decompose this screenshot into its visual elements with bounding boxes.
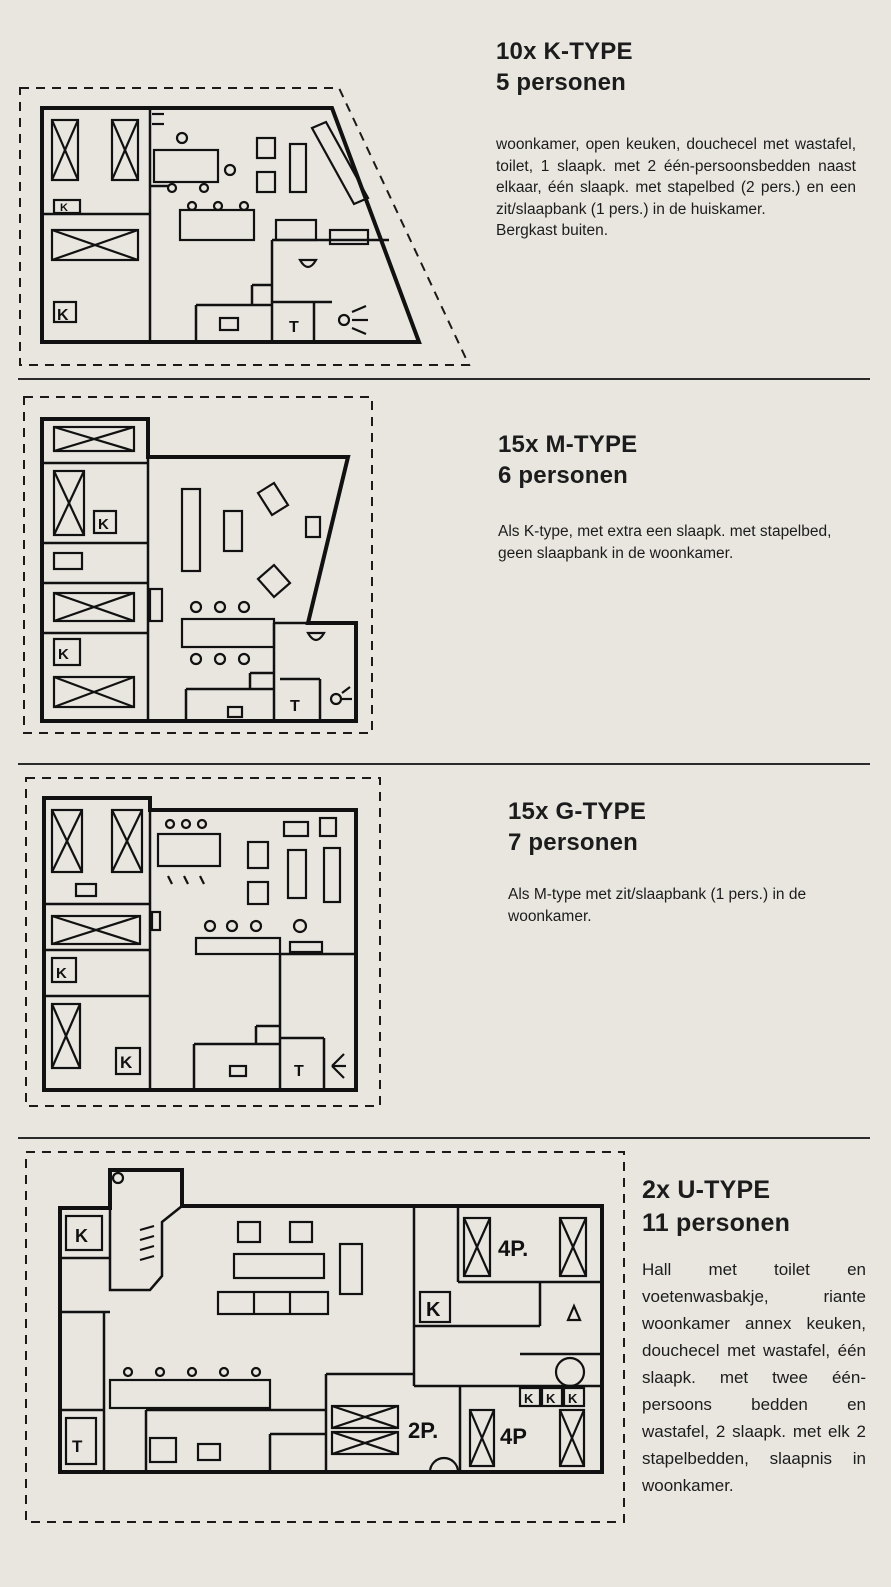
kast-label: K (120, 1053, 133, 1072)
bed-label-4p: 4P (500, 1424, 527, 1449)
floorplan-m-type: K K T (18, 393, 378, 743)
divider-1 (18, 378, 870, 380)
u-type-persons: 11 personen (642, 1209, 791, 1237)
toilet-label: T (289, 319, 299, 336)
m-type-persons: 6 personen (498, 462, 629, 489)
divider-3 (18, 1137, 870, 1139)
k-type-persons: 5 personen (496, 69, 627, 96)
kast-label-small: K (60, 202, 68, 214)
bed-label-2p: 2P. (408, 1418, 438, 1443)
k-type-text: 10x K-TYPE 5 personen woonkamer, open ke… (496, 36, 856, 242)
section-k-type: K K T 10x K-TYPE 5 personen woonkamer, o… (0, 0, 891, 380)
section-u-type: 4P. 2P. 4P K K K K K T 2x U-TYPE 11 pers… (0, 1142, 891, 1582)
kast-label: K (426, 1299, 441, 1321)
u-type-text: 2x U-TYPE 11 personen Hall met toilet en… (642, 1174, 866, 1499)
toilet-label: T (290, 698, 300, 715)
g-type-text: 15x G-TYPE 7 personen Als M-type met zit… (508, 796, 858, 927)
kast-label: K (56, 965, 67, 982)
m-type-text: 15x M-TYPE 6 personen Als K-type, met ex… (498, 429, 860, 564)
g-type-title: 15x G-TYPE (508, 798, 647, 825)
kast-label: K (568, 1391, 578, 1406)
k-type-title: 10x K-TYPE (496, 38, 633, 65)
kast-label: K (57, 307, 69, 324)
floorplan-k-type: K K T (14, 80, 484, 375)
kast-label: K (546, 1391, 556, 1406)
toilet-label: T (72, 1437, 83, 1456)
section-m-type: K K T 15x M-TYPE 6 personen Als K-type, … (0, 385, 891, 765)
m-type-description: Als K-type, met extra een slaapk. met st… (498, 523, 832, 562)
kast-label: K (98, 516, 109, 533)
u-type-title: 2x U-TYPE (642, 1176, 771, 1204)
u-type-description: Hall met toilet en voetenwasbakje, riant… (642, 1260, 866, 1495)
toilet-label: T (294, 1063, 304, 1080)
section-g-type: K K T 15x G-TYPE 7 personen Als M-type m… (0, 768, 891, 1138)
m-type-title: 15x M-TYPE (498, 431, 638, 458)
kast-label: K (75, 1226, 88, 1246)
k-type-extra: Bergkast buiten. (496, 222, 609, 239)
kast-label: K (58, 646, 69, 663)
bed-label-4p: 4P. (498, 1236, 528, 1261)
kast-label: K (524, 1391, 534, 1406)
floorplan-u-type: 4P. 2P. 4P K K K K K T (20, 1148, 632, 1528)
g-type-description: Als M-type met zit/slaapbank (1 pers.) i… (508, 886, 807, 925)
floorplan-g-type: K K T (20, 774, 390, 1114)
k-type-description: woonkamer, open keuken, douchecel met wa… (496, 136, 856, 218)
divider-2 (18, 763, 870, 765)
g-type-persons: 7 personen (508, 829, 639, 856)
